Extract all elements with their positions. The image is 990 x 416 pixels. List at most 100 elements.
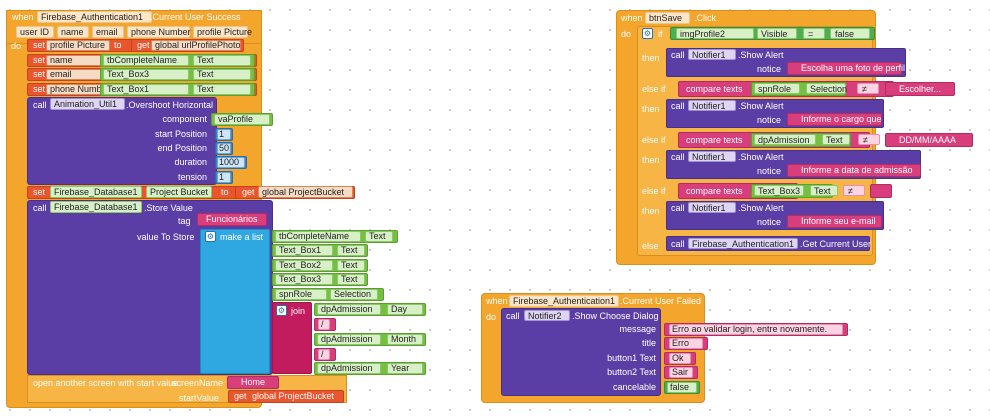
gear-icon[interactable]: ⚙ (276, 305, 287, 316)
component-dropdown[interactable] (645, 12, 690, 24)
when-label: when (486, 296, 508, 306)
condition-value: false (835, 29, 855, 39)
notice-text-block[interactable] (787, 215, 882, 228)
operator-dropdown[interactable] (803, 28, 825, 39)
screen-name-label: screenName (172, 378, 224, 388)
operator: = (808, 29, 814, 39)
number-value: 1 (219, 172, 225, 182)
screen-text-block[interactable] (227, 376, 279, 389)
make-a-list-block[interactable] (200, 229, 270, 374)
component-dropdown[interactable] (275, 245, 333, 256)
component-dropdown[interactable] (317, 334, 381, 345)
text-field[interactable] (318, 349, 330, 360)
show-choose-dialog-call[interactable] (501, 308, 661, 396)
text-block[interactable] (870, 184, 892, 198)
notifier-dropdown[interactable] (688, 151, 736, 162)
param-4[interactable] (193, 26, 248, 38)
text-field[interactable] (669, 324, 843, 335)
param-2[interactable] (92, 26, 124, 38)
component-dropdown[interactable] (754, 185, 804, 196)
boolean-dropdown[interactable] (830, 28, 870, 39)
property-dropdown[interactable] (387, 304, 423, 315)
property-dropdown[interactable] (810, 185, 838, 196)
property-dropdown[interactable] (337, 274, 365, 285)
global-variable: global urlProfilePhoto (155, 40, 241, 50)
text-field[interactable] (669, 367, 693, 378)
alert-method: .Show Alert (738, 101, 784, 111)
boolean-dropdown[interactable] (667, 382, 697, 393)
gear-icon[interactable]: ⚙ (642, 28, 653, 39)
component-dropdown[interactable] (275, 231, 361, 242)
property-dropdown[interactable] (193, 84, 251, 95)
param-3[interactable] (127, 26, 190, 38)
notice-text-block[interactable] (787, 62, 902, 75)
database-dropdown[interactable] (50, 186, 142, 198)
operator-dropdown[interactable] (858, 134, 880, 145)
component-dropdown[interactable] (37, 11, 152, 23)
property-dropdown[interactable] (822, 134, 850, 145)
variable-dropdown[interactable] (46, 40, 110, 51)
global-dropdown[interactable] (151, 40, 241, 51)
property-dropdown[interactable] (387, 363, 423, 374)
component-dropdown[interactable] (509, 295, 619, 307)
animation-component-dropdown[interactable] (50, 98, 125, 110)
auth-component-dropdown[interactable] (688, 238, 798, 249)
property-dropdown[interactable] (193, 55, 251, 66)
component-dropdown[interactable] (754, 83, 800, 94)
property-dropdown[interactable] (146, 186, 212, 198)
tag-text-block[interactable] (197, 213, 267, 226)
notice-label: notice (757, 166, 782, 176)
operator-dropdown[interactable] (843, 185, 865, 196)
start-value-variable: global ProjectBucket (252, 391, 335, 401)
alert-method: .Show Alert (738, 152, 784, 162)
property-dropdown[interactable] (330, 289, 378, 300)
property-dropdown[interactable] (337, 260, 365, 271)
get-block[interactable] (228, 390, 344, 403)
component-dropdown[interactable] (103, 55, 189, 66)
text-field[interactable] (669, 338, 703, 349)
then-label: then (642, 206, 660, 216)
component-dropdown[interactable] (275, 274, 333, 285)
text-field[interactable] (318, 319, 330, 330)
notifier-dropdown[interactable] (688, 202, 736, 213)
compare-label: compare texts (686, 135, 743, 145)
text-block[interactable] (885, 82, 955, 96)
property-dropdown[interactable] (757, 28, 797, 39)
notifier-dropdown[interactable] (688, 49, 736, 60)
set-label: set (33, 187, 46, 197)
overshoot-call-block[interactable] (27, 97, 217, 185)
gear-icon[interactable]: ⚙ (205, 231, 216, 242)
text-block[interactable] (885, 133, 973, 147)
param-0[interactable] (16, 26, 54, 38)
component-dropdown[interactable] (317, 304, 381, 315)
component-dropdown[interactable] (103, 69, 189, 80)
number-field[interactable] (217, 143, 231, 154)
property-dropdown[interactable] (365, 231, 393, 242)
property-dropdown[interactable] (806, 83, 846, 94)
notifier-dropdown[interactable] (524, 310, 570, 321)
notice-text-block[interactable] (787, 164, 921, 177)
number-field[interactable] (217, 172, 231, 183)
property-dropdown[interactable] (193, 69, 251, 80)
notifier-dropdown[interactable] (688, 100, 736, 111)
notice-text-block[interactable] (787, 113, 882, 126)
database-dropdown[interactable] (50, 201, 142, 213)
component-dropdown[interactable] (214, 114, 270, 125)
join-component: dpAdmission (321, 363, 373, 373)
component-dropdown[interactable] (275, 289, 327, 300)
number-field[interactable] (217, 157, 245, 168)
operator-dropdown[interactable] (857, 83, 879, 94)
property-dropdown[interactable] (387, 334, 423, 345)
property-dropdown[interactable] (337, 245, 365, 256)
param-1[interactable] (57, 26, 89, 38)
notice-text: Escolha uma foto de perfil (801, 63, 906, 73)
image-dropdown[interactable] (676, 28, 754, 39)
list-component: Text_Box1 (279, 245, 322, 255)
component-dropdown[interactable] (103, 84, 189, 95)
number-field[interactable] (217, 129, 231, 140)
component-dropdown[interactable] (317, 363, 381, 374)
component-dropdown[interactable] (275, 260, 333, 271)
global-variable-dropdown[interactable] (258, 186, 353, 198)
component-dropdown[interactable] (754, 134, 816, 145)
text-field[interactable] (669, 353, 691, 364)
